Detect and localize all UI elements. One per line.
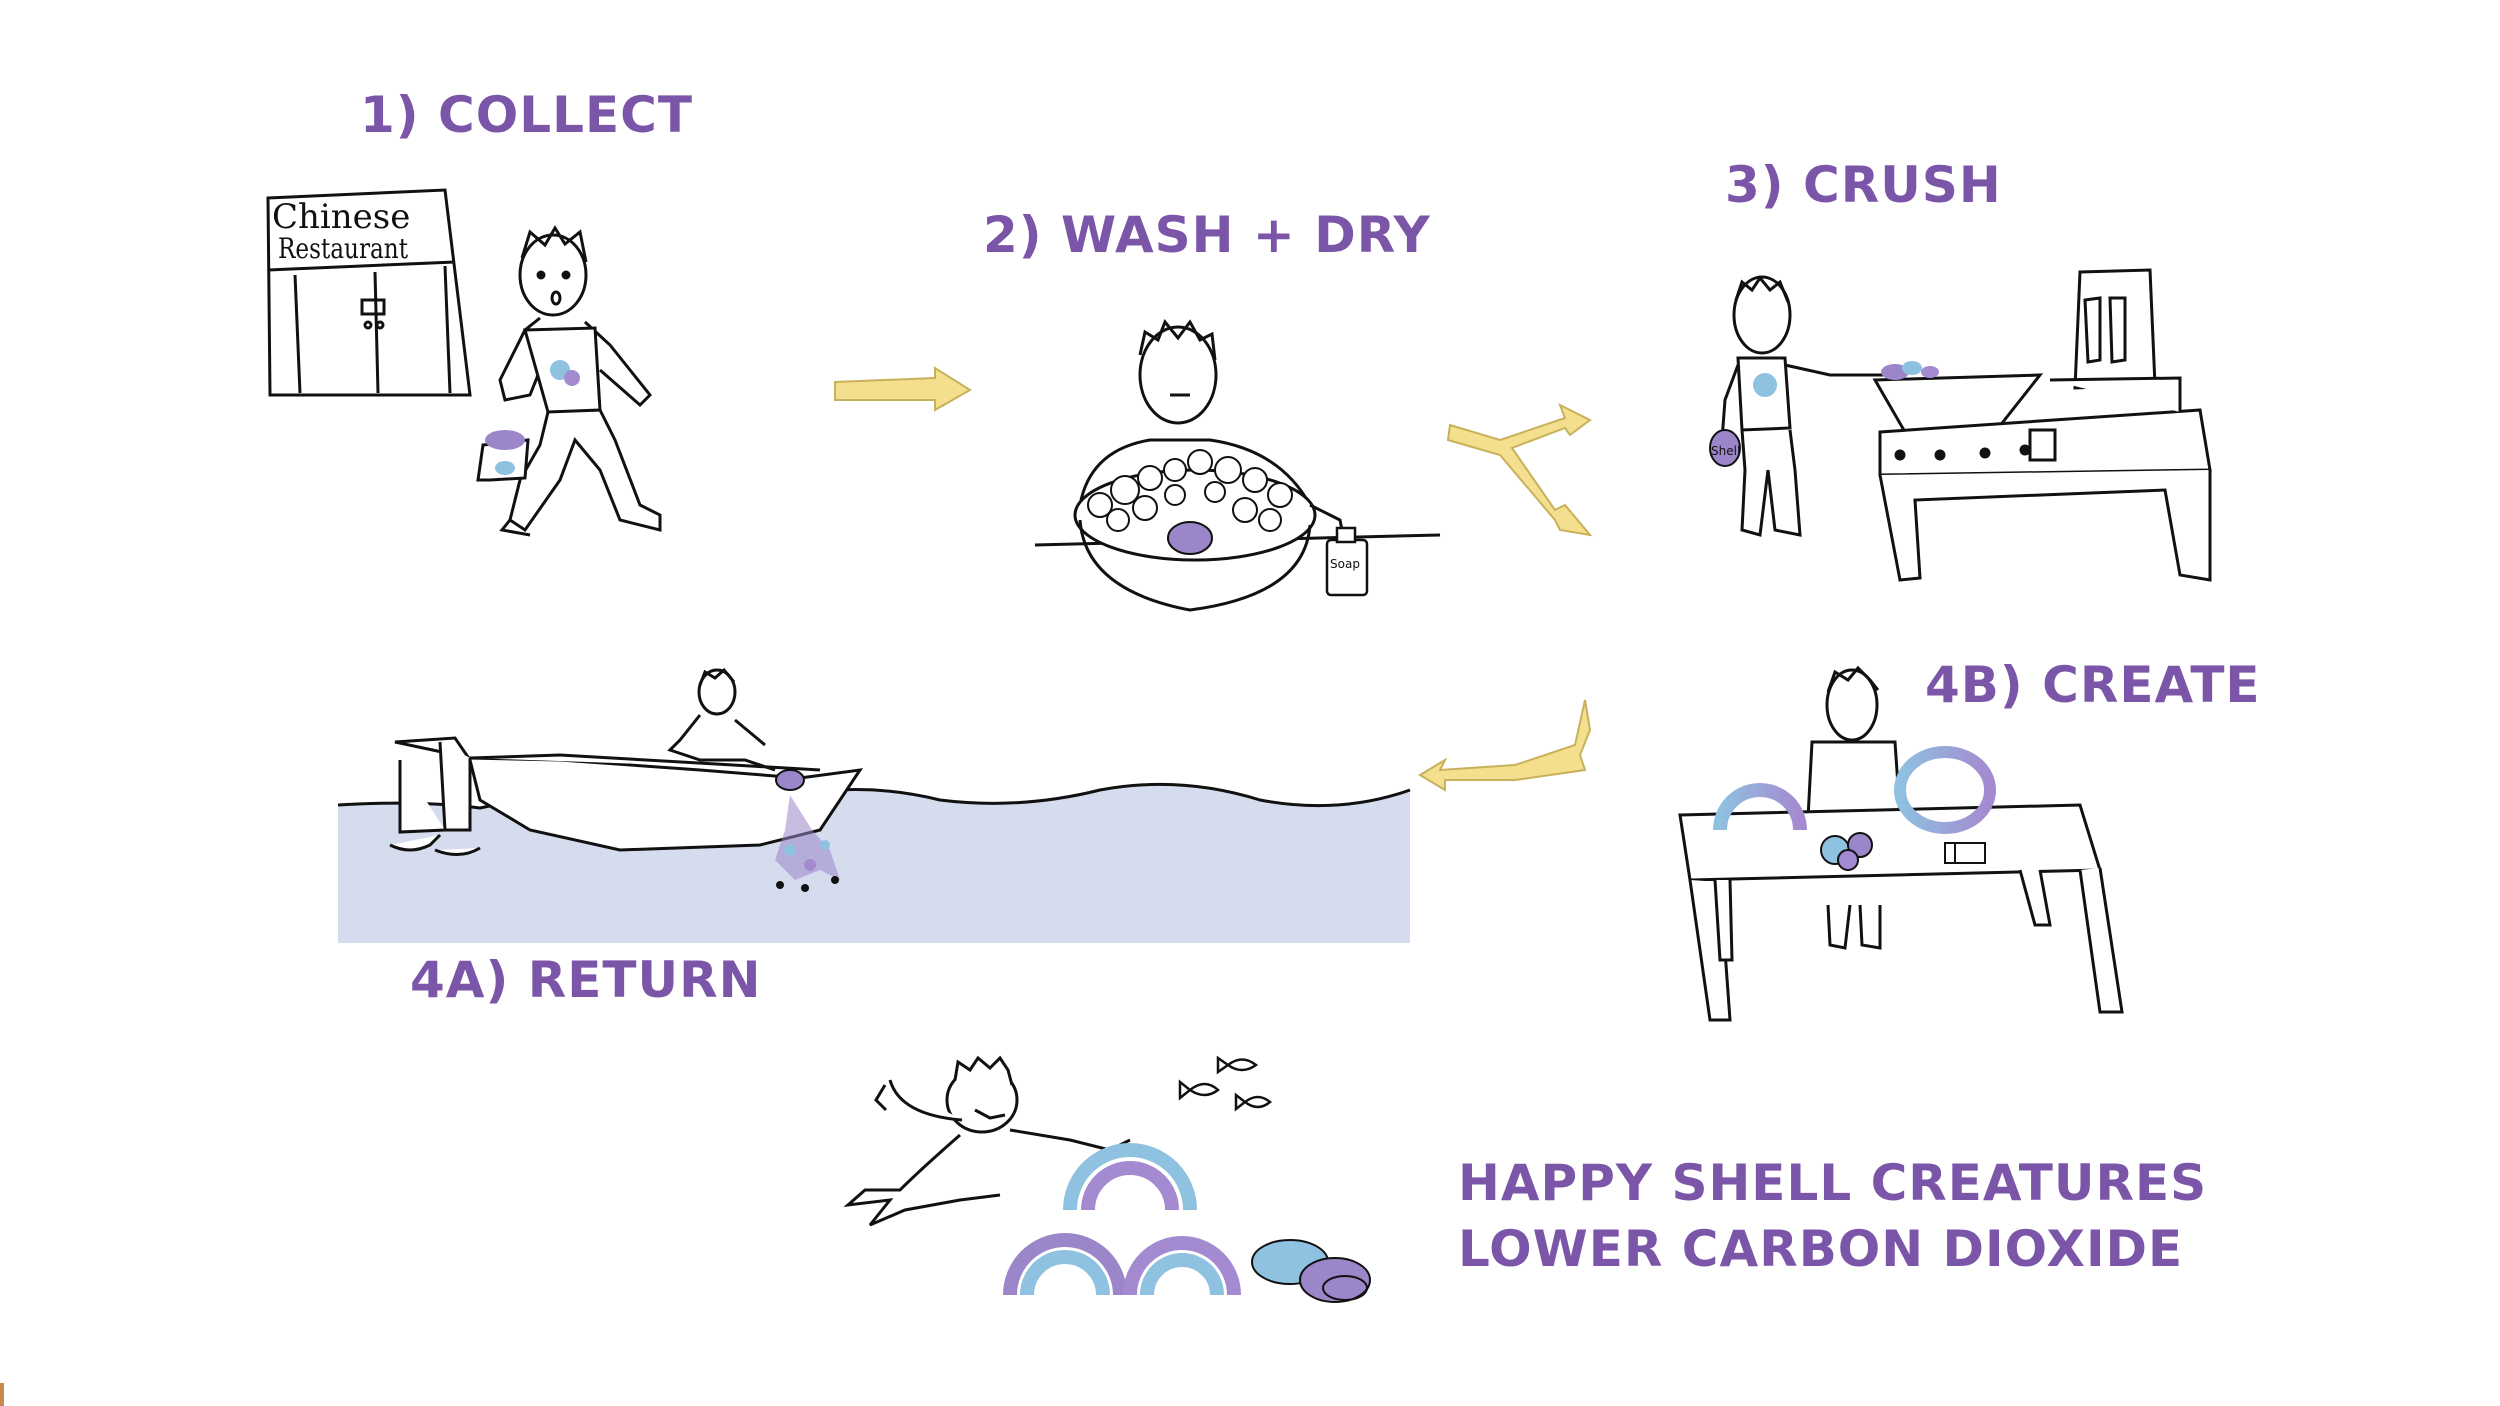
arrow-left-icon — [1418, 699, 1592, 792]
shell-rainbows-icon — [1003, 1143, 1241, 1296]
shell-rainbow-sculpture-icon — [1713, 783, 1807, 831]
boy-in-boat-icon — [667, 667, 776, 772]
crush-bucket-label: Shell — [1711, 444, 1740, 458]
restaurant-building-icon — [266, 188, 472, 397]
arrow-right-icon — [834, 366, 972, 412]
restaurant-sign-line1: Chinese — [272, 197, 410, 237]
shell-ring-sculpture-icon — [1894, 746, 1996, 834]
step-collect-label: 1) COLLECT — [360, 86, 693, 144]
outcome-line-1: HAPPY SHELL CREATURES — [1458, 1154, 2208, 1212]
washing-shell-icon — [1167, 521, 1213, 555]
arrow-branch-down-icon — [1446, 402, 1593, 537]
outcome-caption: HAPPY SHELL CREATURES LOWER CARBON DIOXI… — [1458, 1150, 2207, 1282]
step-crush-label: 3) CRUSH — [1725, 156, 2002, 214]
boy-crushing-icon — [1720, 275, 1890, 537]
soap-label: Soap — [1330, 557, 1360, 571]
craft-table-icon — [1678, 803, 2124, 1022]
small-fish-icon — [1178, 1055, 1272, 1112]
shells-pouring-icon — [775, 769, 840, 892]
crushing-machine-icon — [1872, 268, 2212, 582]
shell-bucket-icon — [485, 360, 580, 475]
shell-flower-icon — [1820, 832, 1873, 871]
outcome-line-2: LOWER CARBON DIOXIDE — [1458, 1220, 2184, 1278]
shells-in-hopper-icon — [1709, 361, 1939, 467]
rowboat-icon — [389, 736, 864, 856]
soap-bubbles-icon — [1087, 449, 1293, 532]
step-create-label: 4B) CREATE — [1925, 656, 2261, 714]
clam-shells-icon — [1251, 1239, 1371, 1303]
boy-creating-icon — [1806, 665, 1902, 950]
restaurant-sign-line2: Restaurant — [278, 232, 409, 265]
shell-box-icon — [1944, 842, 1986, 864]
edge-marker — [0, 1383, 4, 1406]
soap-bottle-icon — [1325, 526, 1369, 597]
step-return-label: 4A) RETURN — [410, 951, 762, 1009]
step-wash-dry-label: 2) WASH + DRY — [983, 206, 1431, 264]
